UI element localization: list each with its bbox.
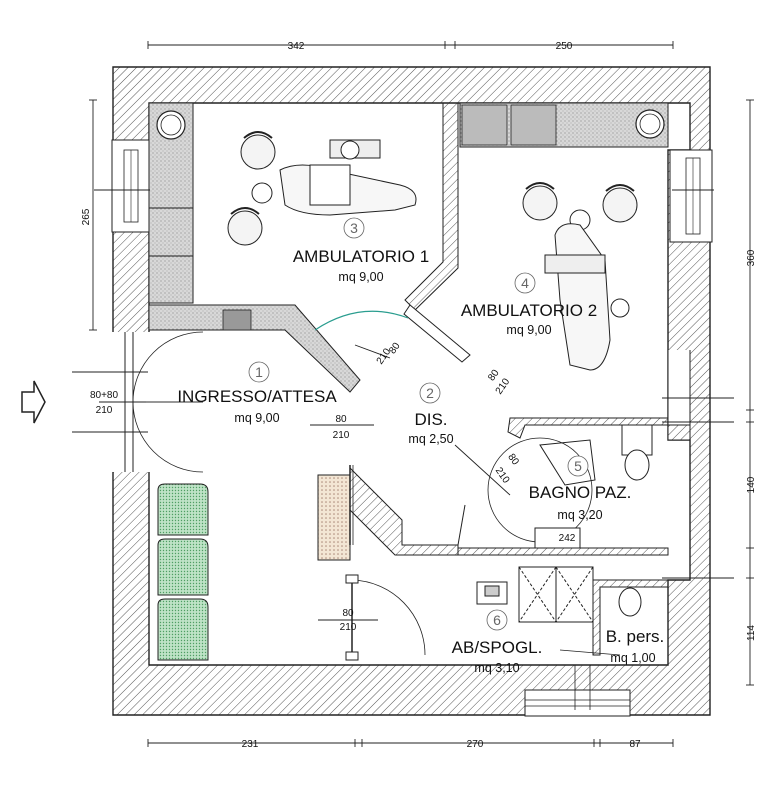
dimension-lines xyxy=(89,41,754,747)
room-name-amb2: AMBULATORIO 2 xyxy=(461,301,597,320)
spogl-door xyxy=(351,579,426,656)
bpers-door xyxy=(559,649,621,656)
bagno-dimension: 242 xyxy=(559,533,576,544)
room-name-dis: DIS. xyxy=(414,410,447,429)
entrance-arrow-icon xyxy=(21,380,46,424)
room-labels: 1 INGRESSO/ATTESA mq 9,00 2 DIS. mq 2,50… xyxy=(177,217,665,675)
room-area-amb1: mq 9,00 xyxy=(338,270,383,284)
partition-bagno-top xyxy=(507,417,669,439)
room-area-bpers: mq 1,00 xyxy=(610,651,655,665)
doors xyxy=(72,310,621,710)
dim-top-1: 342 xyxy=(288,41,305,52)
room-name-bpers: B. pers. xyxy=(606,627,665,646)
door-ingresso-height: 210 xyxy=(333,430,350,441)
room-area-ingresso: mq 9,00 xyxy=(234,411,279,425)
dim-bottom-1: 231 xyxy=(242,739,259,750)
cabinet xyxy=(317,474,351,561)
room-number-4: 4 xyxy=(521,275,529,291)
dim-bottom-3: 87 xyxy=(629,739,641,750)
partition-bagno-right xyxy=(667,424,691,441)
dim-right-3: 114 xyxy=(746,625,757,641)
room-number-2: 2 xyxy=(426,385,434,401)
dim-left-1: 265 xyxy=(81,208,92,225)
room-name-ingresso: INGRESSO/ATTESA xyxy=(177,387,337,406)
partition-corridor xyxy=(349,466,459,556)
room-area-dis: mq 2,50 xyxy=(408,432,453,446)
spogl-lockers xyxy=(476,566,594,623)
furniture xyxy=(148,102,669,661)
entrance-door-width: 80+80 xyxy=(90,390,119,401)
dim-right-2: 140 xyxy=(746,476,757,493)
dim-right-1: 360 xyxy=(746,249,757,266)
dim-bottom-2: 270 xyxy=(467,739,484,750)
dental-chair-amb2 xyxy=(522,182,638,371)
door-ingresso-width: 80 xyxy=(335,414,347,425)
partition-spogl-bpers xyxy=(592,579,669,656)
entrance-door-height: 210 xyxy=(96,405,113,416)
room-number-5: 5 xyxy=(574,458,582,474)
walls xyxy=(111,66,713,717)
room-number-6: 6 xyxy=(493,612,501,628)
bagno-sink xyxy=(534,527,581,549)
door-spogl-width: 80 xyxy=(342,608,354,619)
waiting-chairs xyxy=(157,483,209,661)
door-bagno-width: 80 xyxy=(505,452,521,468)
door-bagno-height: 210 xyxy=(493,466,512,486)
amb1-door xyxy=(314,310,409,331)
room-number-1: 1 xyxy=(255,364,263,380)
dental-chair-amb1 xyxy=(227,131,417,246)
room-area-amb2: mq 9,00 xyxy=(506,323,551,337)
room-area-bagno: mq 3,20 xyxy=(557,508,602,522)
room-name-amb1: AMBULATORIO 1 xyxy=(293,247,429,266)
partition-ingresso xyxy=(148,304,361,393)
partition-amb1-amb2 xyxy=(404,102,459,311)
room-number-3: 3 xyxy=(350,220,358,236)
door-spogl-height: 210 xyxy=(340,622,357,633)
dim-top-2: 250 xyxy=(556,41,573,52)
room-name-spogl: AB/SPOGL. xyxy=(452,638,543,657)
bpers-toilet xyxy=(618,587,642,617)
bagno-door xyxy=(457,504,466,546)
dimension-labels: 342 250 231 270 87 265 360 140 114 xyxy=(81,41,757,750)
partition-amb2-disimpegno xyxy=(403,304,471,363)
partition-bagno-bottom xyxy=(457,547,669,556)
room-name-bagno: BAGNO PAZ. xyxy=(529,483,632,502)
room-area-spogl: mq 3,10 xyxy=(474,661,519,675)
